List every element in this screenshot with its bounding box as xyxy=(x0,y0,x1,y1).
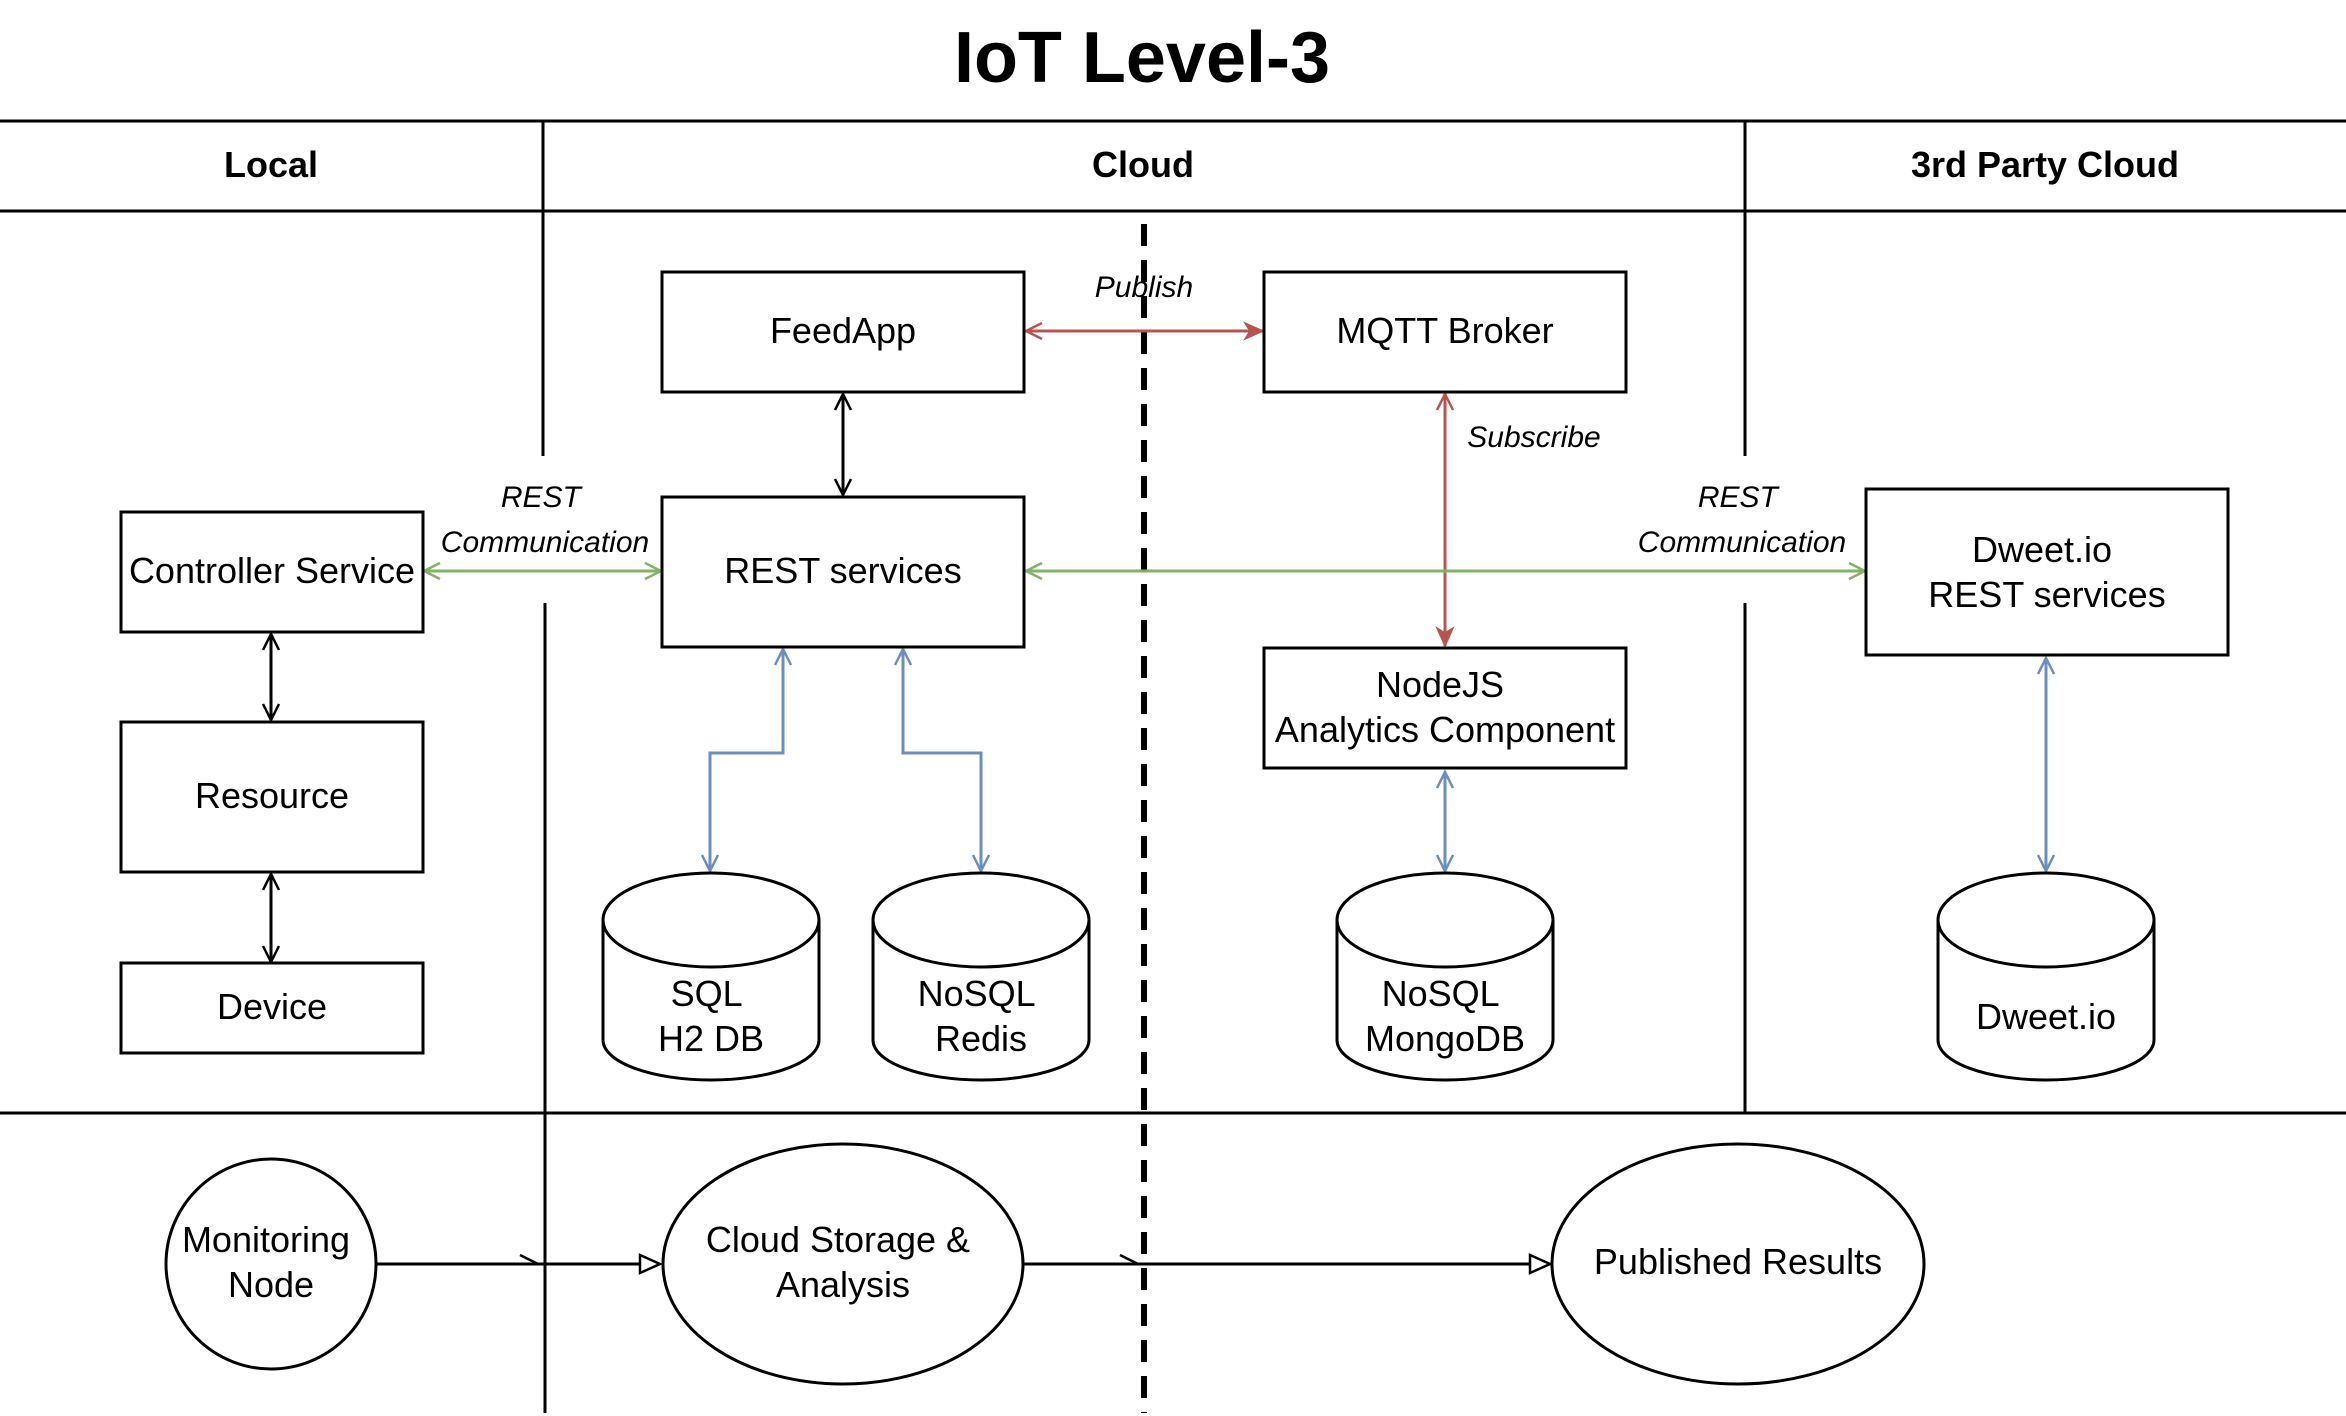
svg-text:MQTT Broker: MQTT Broker xyxy=(1336,310,1553,351)
svg-text:Monitoring Node: Monitoring Node xyxy=(182,1219,360,1305)
publish-label: Publish xyxy=(1095,271,1193,304)
rest-communication-left-label: REST Communication xyxy=(441,481,649,559)
cloud-storage-analysis-ellipse: Cloud Storage & Analysis xyxy=(661,1142,1025,1386)
svg-text:FeedApp: FeedApp xyxy=(770,310,916,351)
lane-header-cloud: Cloud xyxy=(1092,144,1194,185)
rest-services-box: REST services xyxy=(660,495,1026,649)
device-box: Device xyxy=(119,961,425,1055)
controller-service-box: Controller Service xyxy=(119,510,425,634)
svg-text:NoSQL MongoDB: NoSQL MongoDB xyxy=(1365,973,1525,1059)
svg-text:NoSQL Redis: NoSQL Redis xyxy=(918,973,1045,1059)
sql-h2-database: SQL H2 DB xyxy=(601,871,821,1082)
published-results-ellipse: Published Results xyxy=(1550,1142,1926,1386)
dweet-rest-services-box: Dweet.io REST services xyxy=(1864,487,2230,657)
svg-text:NodeJS Analytics Compone: NodeJS Analytics Component xyxy=(1275,664,1615,750)
svg-text:Published Results: Published Results xyxy=(1594,1241,1882,1282)
svg-text:Device: Device xyxy=(217,986,327,1027)
svg-text:Resource: Resource xyxy=(195,775,349,816)
svg-text:Dweet.io: Dweet.io xyxy=(1976,996,2116,1037)
mqtt-broker-box: MQTT Broker xyxy=(1262,270,1628,394)
swimlane-grid xyxy=(0,119,2346,1413)
diagram-title: IoT Level-3 xyxy=(954,18,1330,98)
rest-communication-right-label: REST Communication xyxy=(1638,481,1846,559)
resource-box: Resource xyxy=(119,720,425,874)
svg-text:Controller Service: Controller Service xyxy=(129,550,415,591)
svg-text:Dweet.io REST services: Dweet.io REST services xyxy=(1928,529,2165,615)
svg-text:Cloud Storage & Analysis: Cloud Storage & Analysis xyxy=(706,1219,980,1305)
nosql-mongodb-database: NoSQL MongoDB xyxy=(1335,871,1555,1082)
connector-rest-sql xyxy=(710,649,783,871)
svg-text:SQL H2 DB: SQL H2 DB xyxy=(658,973,764,1059)
lane-header-local: Local xyxy=(224,144,318,185)
nodejs-analytics-box: NodeJS Analytics Component xyxy=(1262,646,1628,770)
monitoring-node-circle: Monitoring Node xyxy=(164,1157,378,1371)
svg-text:REST services: REST services xyxy=(724,550,961,591)
nosql-redis-database: NoSQL Redis xyxy=(871,871,1091,1082)
connector-rest-redis xyxy=(903,649,981,871)
lane-header-third-party-cloud: 3rd Party Cloud xyxy=(1911,144,2179,185)
dweet-io-database: Dweet.io xyxy=(1936,871,2156,1082)
subscribe-label: Subscribe xyxy=(1467,421,1600,454)
feedapp-box: FeedApp xyxy=(660,270,1026,394)
